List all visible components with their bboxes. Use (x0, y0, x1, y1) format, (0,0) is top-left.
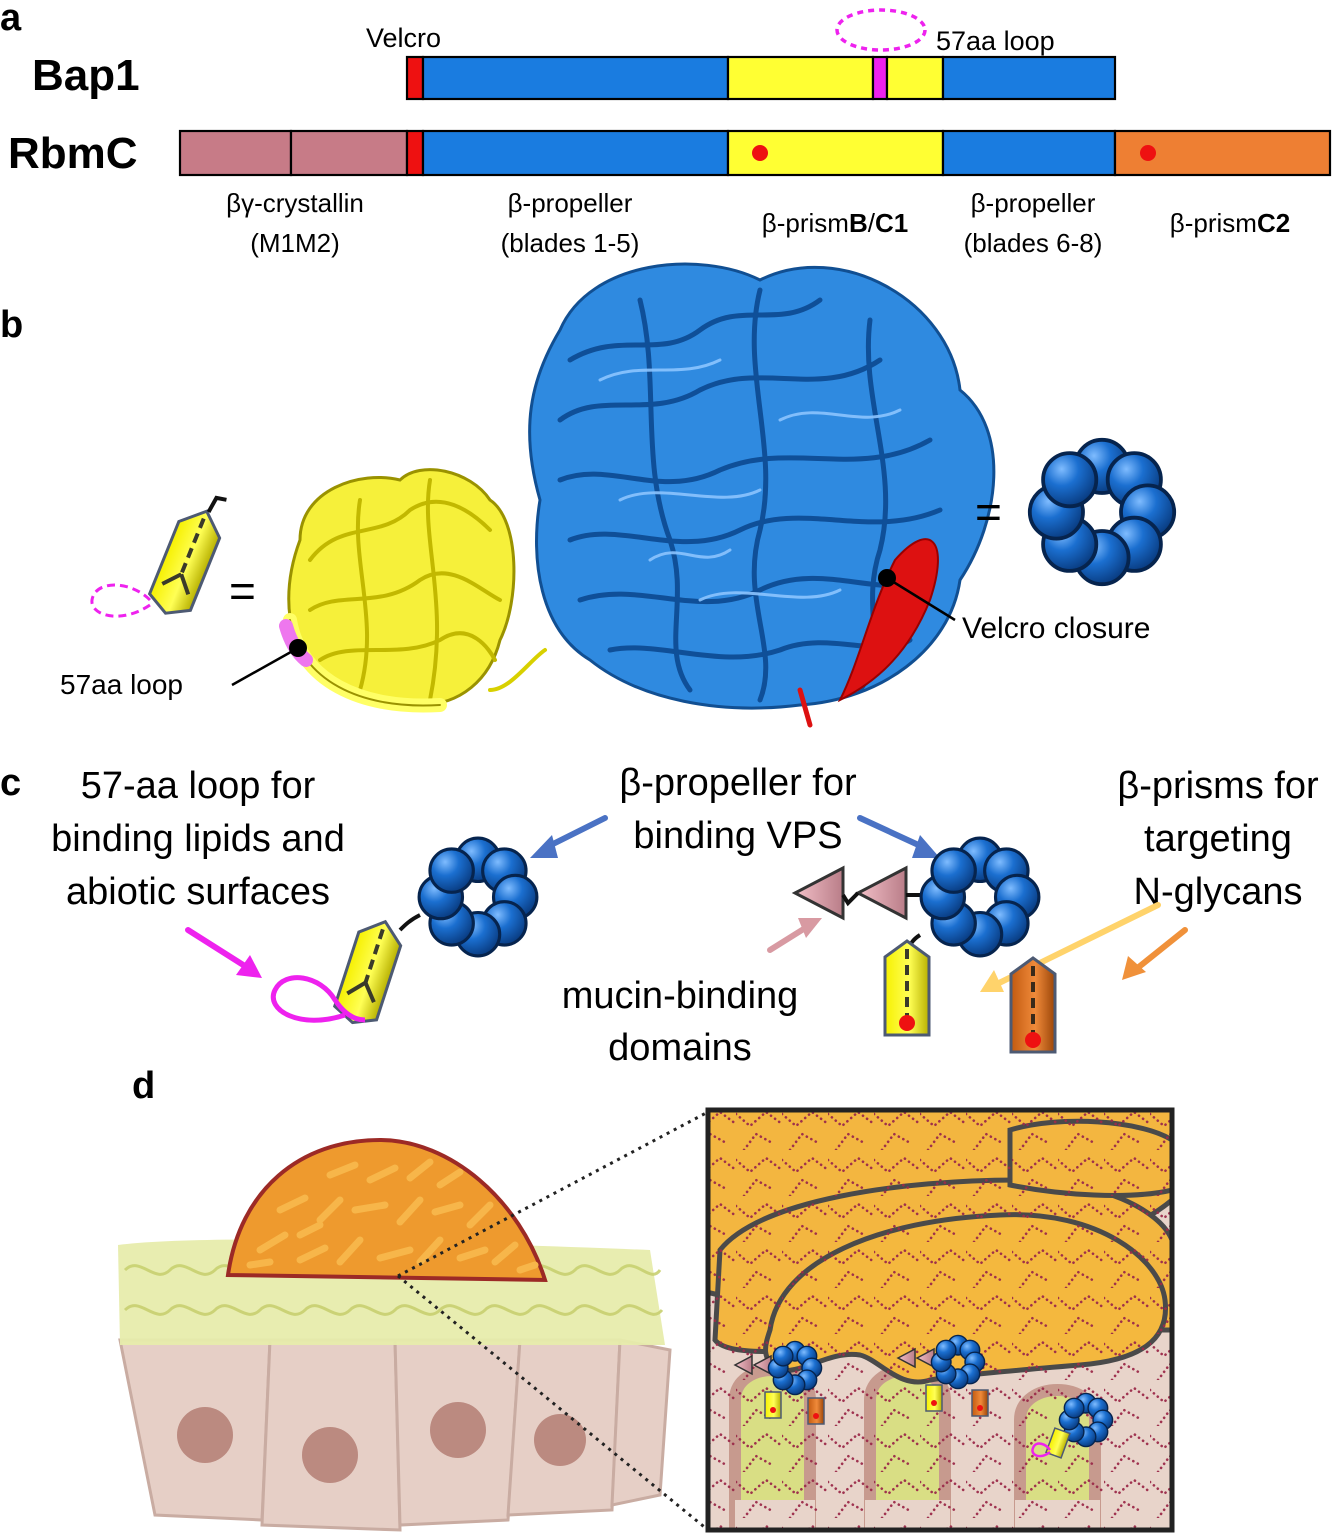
bap1-propeller-segment-2 (941, 55, 1117, 101)
left-caption-line2: binding lipids and (51, 818, 345, 860)
bap1-assembly (270, 836, 539, 1025)
intestinal-cell-icon-5 (610, 1338, 672, 1507)
bap1-bar (405, 55, 1117, 101)
arrow-to-loop (185, 927, 251, 971)
mini-rbmc-assembly-2 (896, 1334, 989, 1417)
prism-icon (147, 495, 227, 615)
mucin-caption-line2: domains (608, 1027, 752, 1069)
left-caption-line3: abiotic surfaces (66, 871, 330, 913)
binding-site-dot (752, 145, 768, 161)
mucin-triangle-icon (791, 865, 845, 921)
arrow-to-left-ring (542, 815, 608, 851)
center-caption-line2: binding VPS (633, 815, 842, 857)
zoom-guide-line-top (397, 1110, 709, 1278)
arrowhead (980, 970, 1004, 992)
rbmc-crystallin-m2 (289, 129, 409, 177)
velcro-closure-label: Velcro closure (962, 612, 1150, 645)
prism-structure-illustration (279, 468, 547, 713)
domain-crystallin-label: βγ-crystallin (226, 188, 364, 218)
zoom-guide-line-bottom (397, 1274, 709, 1532)
arrow-to-orange-prism (1132, 927, 1188, 973)
loop-label-b: 57aa loop (60, 669, 183, 700)
arrowhead (236, 955, 262, 978)
loop-icon (270, 975, 366, 1023)
loop-callout-line (231, 646, 299, 687)
domain-prism-bc1-label: β-prismB/C1 (762, 208, 908, 238)
bap1-velcro-segment (405, 55, 425, 101)
panel-c-label: c (0, 762, 21, 804)
rbmc-label: RbmC (8, 129, 138, 178)
loop-dashed-icon-b (90, 583, 152, 618)
velcro-callout-line (886, 576, 956, 622)
right-caption-line3: N-glycans (1134, 871, 1303, 913)
domain-propeller-sub: (blades 1-5) (501, 228, 640, 258)
panel-d-label: d (132, 1065, 155, 1107)
right-caption-line2: targeting (1144, 818, 1292, 860)
left-caption-line1: 57-aa loop for (81, 765, 316, 807)
propeller-ring-icon (1027, 437, 1177, 587)
rbmc-propeller-segment-2 (941, 129, 1117, 177)
domain-propeller-2-sub: (blades 6-8) (964, 228, 1103, 258)
bap1-prism-segment-2 (885, 55, 945, 101)
domain-crystallin-sub: (M1M2) (250, 228, 340, 258)
loop-dashed-icon (835, 8, 927, 52)
rbmc-bar (178, 129, 1332, 177)
intestinal-tissue-illustration (118, 1137, 672, 1532)
propeller-structure-illustration (528, 262, 996, 728)
binding-site-dot-2 (1140, 145, 1156, 161)
mini-bap1-assembly (1031, 1392, 1114, 1459)
arrowhead (530, 835, 558, 858)
rbmc-propeller-segment (421, 129, 730, 177)
loop-label-a: 57aa loop (936, 26, 1055, 56)
rbmc-crystallin-m1 (178, 129, 293, 177)
arrowhead (798, 918, 822, 938)
equals-sign-right: = (975, 486, 1002, 538)
domain-propeller-2-label: β-propeller (971, 188, 1096, 218)
bap1-loop-segment (871, 55, 889, 101)
mucin-triangle-icon-2 (854, 865, 908, 921)
arrow-to-right-ring (857, 815, 928, 851)
equals-sign-left: = (229, 565, 256, 617)
rbmc-velcro-segment (405, 129, 425, 177)
rbmc-assembly (791, 836, 1057, 1054)
arrowhead (912, 835, 940, 858)
panel-a-label: a (0, 0, 22, 39)
bap1-propeller-segment (421, 55, 730, 101)
bap1-prism-segment (726, 55, 875, 101)
mucin-caption-line1: mucin-binding (562, 975, 799, 1017)
loop-callout-dot (289, 639, 307, 657)
velcro-label: Velcro (366, 23, 441, 53)
domain-prism-c2-label: β-prismC2 (1170, 208, 1290, 238)
center-caption-line1: β-propeller for (619, 762, 857, 804)
mini-rbmc-assembly (733, 1340, 825, 1425)
right-caption-line1: β-prisms for (1117, 765, 1319, 807)
domain-propeller-label: β-propeller (508, 188, 633, 218)
zoom-inset (705, 1107, 1175, 1533)
velcro-callout-dot (878, 569, 896, 587)
arrowhead (1122, 956, 1146, 980)
bap1-label: Bap1 (32, 51, 140, 100)
panel-b-label: b (0, 304, 23, 346)
